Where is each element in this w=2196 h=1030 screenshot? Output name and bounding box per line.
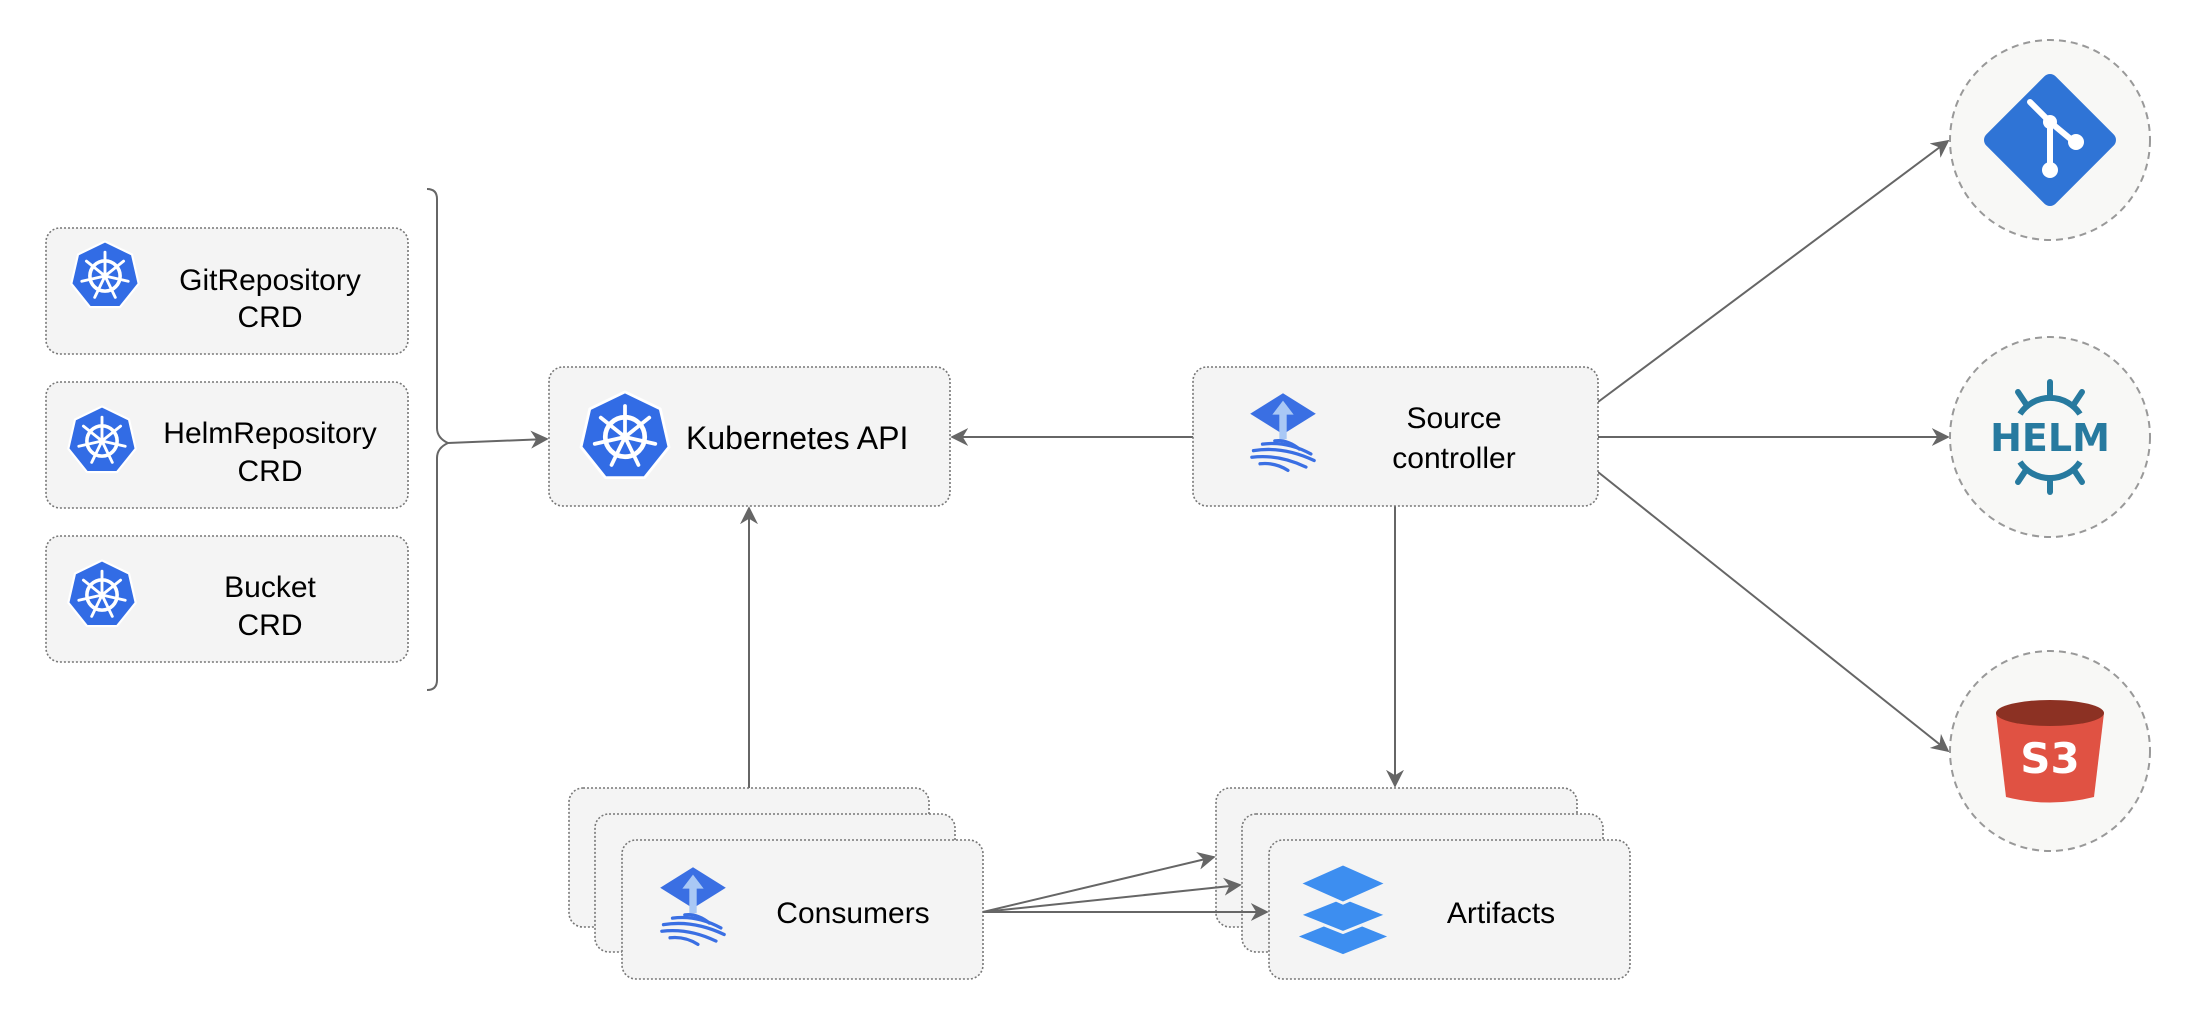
edges [447, 139, 1950, 788]
node-kubernetes-api[interactable]: Kubernetes API [548, 366, 951, 507]
node-git-repository-crd[interactable]: GitRepository CRD [45, 227, 409, 355]
node-consumers[interactable]: Consumers [568, 787, 984, 980]
node-artifacts[interactable]: Artifacts [1215, 787, 1631, 980]
node-label-line1: HelmRepository [163, 417, 376, 450]
crd-group-bracket [426, 188, 451, 691]
edge-source-to-git [1597, 139, 1950, 403]
node-bucket-crd[interactable]: Bucket CRD [45, 535, 409, 663]
node-label-line1: Source [1406, 402, 1501, 435]
node-helm-repository-crd[interactable]: HelmRepository CRD [45, 381, 409, 509]
node-git-source[interactable] [1949, 39, 2151, 241]
node-label-line2: CRD [238, 301, 303, 334]
edge-source-to-s3 [1597, 471, 1950, 753]
edge-crds-to-kube-api [447, 430, 549, 449]
git-icon [1984, 74, 2116, 206]
node-label: Kubernetes API [686, 420, 908, 456]
layers-icon [1297, 862, 1389, 956]
node-helm-source[interactable]: HELM [1949, 336, 2151, 538]
node-label: Artifacts [1447, 897, 1555, 930]
node-label: Consumers [776, 897, 929, 930]
helm-icon: HELM [1990, 379, 2110, 495]
node-label-line2: controller [1392, 442, 1515, 475]
node-label-line1: GitRepository [179, 264, 361, 297]
node-s3-source[interactable]: S3 [1949, 650, 2151, 852]
s3-logo-text: S3 [2020, 734, 2079, 783]
helm-logo-text: HELM [1990, 416, 2110, 460]
node-label-line1: Bucket [224, 571, 316, 604]
node-label-line2: CRD [238, 609, 303, 642]
edge-consumers-to-artifacts-1 [982, 851, 1216, 913]
s3-icon: S3 [1996, 700, 2104, 803]
node-source-controller[interactable]: Source controller [1192, 366, 1599, 507]
node-label-line2: CRD [238, 455, 303, 488]
edge-consumers-to-artifacts-2 [982, 877, 1242, 913]
